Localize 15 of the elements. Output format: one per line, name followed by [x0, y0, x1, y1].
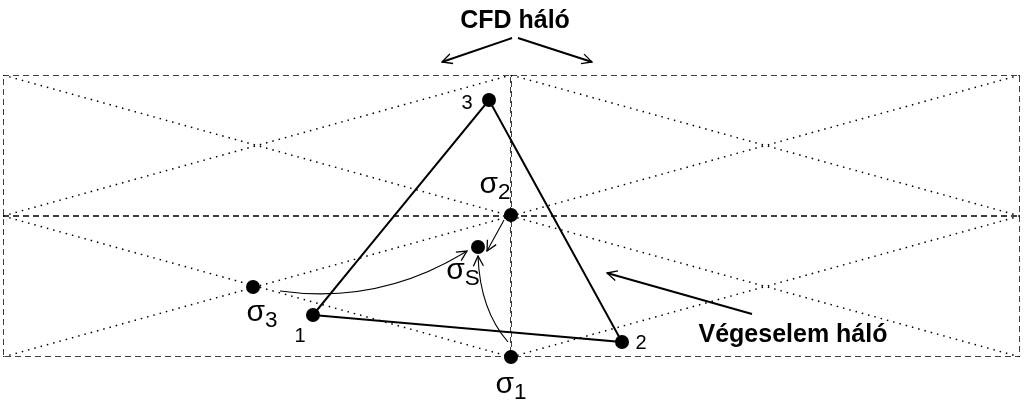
mesh-label: CFD háló [445, 2, 585, 36]
node-label: 3 [461, 92, 473, 112]
node-label: 2 [635, 332, 647, 352]
arrow [279, 250, 468, 295]
arrow [472, 255, 509, 343]
node-label: σ$_{3}$ [246, 296, 278, 326]
arrow [517, 37, 593, 65]
arrow [441, 37, 513, 65]
arrow [486, 219, 505, 252]
node-label: σ$_{1}$ [495, 368, 527, 398]
arrow [606, 270, 753, 315]
node-label: σ$_{2}$ [479, 168, 511, 198]
node-label: 1 [294, 325, 306, 345]
mesh-label: Végeselem háló [668, 316, 918, 352]
node-label: σ$_{S}$ [446, 254, 480, 284]
